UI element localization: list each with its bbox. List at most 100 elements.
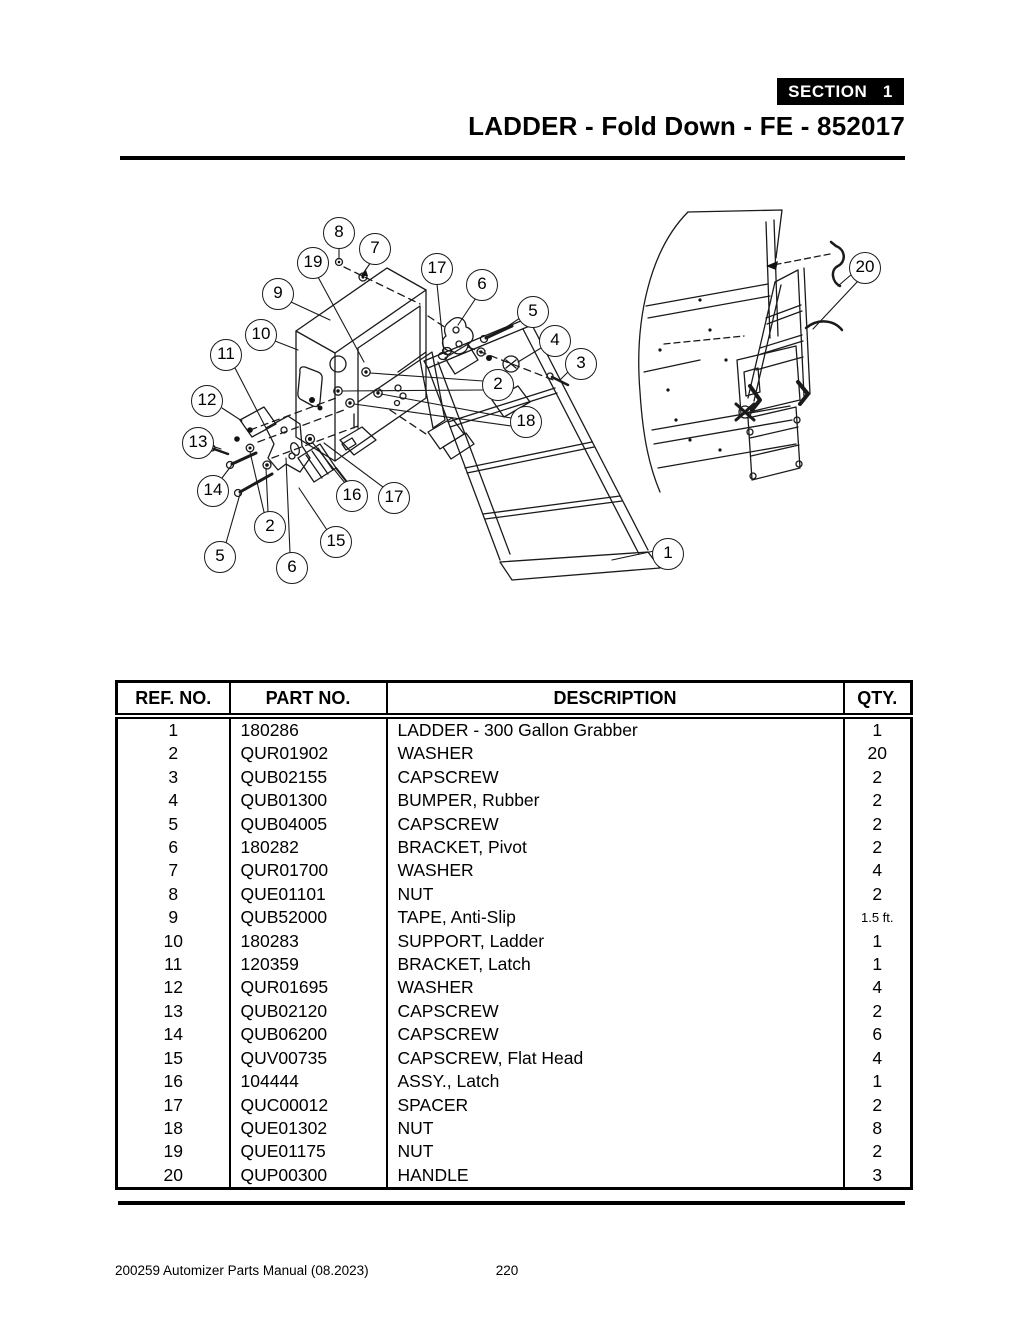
description-cell: ASSY., Latch <box>385 1070 845 1094</box>
ref-no-cell: 5 <box>115 812 231 837</box>
part-no-cell: QUB52000 <box>228 906 388 930</box>
part-no-cell: 180282 <box>228 836 388 860</box>
callout-8: 8 <box>323 217 355 249</box>
col-header-description: DESCRIPTION <box>385 680 845 719</box>
part-no-cell: 180283 <box>228 929 388 954</box>
description-cell: TAPE, Anti-Slip <box>385 906 845 930</box>
description-cell: WASHER <box>385 976 845 1000</box>
part-no-cell: QUE01302 <box>228 1116 388 1141</box>
ref-no-cell: 19 <box>115 1140 231 1164</box>
ref-no-cell: 20 <box>115 1163 231 1189</box>
qty-cell: 2 <box>842 765 913 790</box>
qty-cell: 4 <box>842 976 913 1000</box>
qty-cell: 2 <box>842 1140 913 1164</box>
footer-page-number: 220 <box>495 1263 519 1278</box>
description-cell: CAPSCREW, Flat Head <box>385 1046 845 1071</box>
callout-6: 6 <box>466 269 498 301</box>
qty-cell: 2 <box>842 1093 913 1117</box>
callout-17: 17 <box>378 482 410 514</box>
callout-3: 3 <box>565 348 597 380</box>
part-no-cell: QUB02120 <box>228 999 388 1024</box>
description-cell: WASHER <box>385 859 845 883</box>
description-cell: CAPSCREW <box>385 999 845 1024</box>
part-no-cell: QUE01175 <box>228 1140 388 1164</box>
qty-cell: 3 <box>842 1163 913 1189</box>
part-no-cell: QUB06200 <box>228 1023 388 1047</box>
hinge-and-catch-parts <box>339 343 531 460</box>
ref-no-cell: 15 <box>115 1046 231 1071</box>
callout-7: 7 <box>359 233 391 265</box>
callout-5: 5 <box>517 296 549 328</box>
part-no-cell: QUB02155 <box>228 765 388 790</box>
qty-cell: 20 <box>842 742 913 766</box>
footer-doc-title: 200259 Automizer Parts Manual (08.2023) <box>115 1263 369 1278</box>
ref-no-cell: 16 <box>115 1070 231 1094</box>
callout-1: 1 <box>652 538 684 570</box>
part-no-cell: QUC00012 <box>228 1093 388 1117</box>
part-no-cell: 180286 <box>228 716 388 743</box>
callout-14: 14 <box>197 475 229 507</box>
description-cell: BUMPER, Rubber <box>385 789 845 813</box>
handles <box>804 240 845 332</box>
description-cell: BRACKET, Latch <box>385 953 845 977</box>
callout-13: 13 <box>182 427 214 459</box>
qty-cell: 4 <box>842 1046 913 1071</box>
ref-no-cell: 7 <box>115 859 231 883</box>
col-header-qty: QTY. <box>842 680 913 719</box>
part-no-cell: QUP00300 <box>228 1163 388 1189</box>
ref-no-cell: 4 <box>115 789 231 813</box>
installed-view <box>638 209 845 493</box>
description-cell: NUT <box>385 1140 845 1164</box>
callout-20: 20 <box>849 252 881 284</box>
qty-cell: 2 <box>842 836 913 860</box>
right-hardware <box>479 324 570 387</box>
assembly-dashed-lines <box>249 266 557 459</box>
ref-no-cell: 10 <box>115 929 231 954</box>
qty-cell: 1 <box>842 716 913 743</box>
part-no-cell: 120359 <box>228 953 388 977</box>
description-cell: NUT <box>385 882 845 907</box>
callout-19: 19 <box>297 247 329 279</box>
callout-6: 6 <box>276 552 308 584</box>
callout-10: 10 <box>245 319 277 351</box>
ref-no-cell: 12 <box>115 976 231 1000</box>
callout-11: 11 <box>210 339 242 371</box>
ref-no-cell: 14 <box>115 1023 231 1047</box>
qty-cell: 4 <box>842 859 913 883</box>
ref-no-cell: 11 <box>115 953 231 977</box>
lower-folded-section <box>746 406 803 481</box>
qty-cell: 8 <box>842 1116 913 1141</box>
callout-9: 9 <box>262 278 294 310</box>
ref-no-cell: 3 <box>115 765 231 790</box>
support-housing <box>295 267 427 462</box>
folded-ladder <box>747 267 811 412</box>
ref-no-cell: 13 <box>115 999 231 1024</box>
callout-5: 5 <box>204 541 236 573</box>
latch-cluster <box>208 406 357 498</box>
callout-17: 17 <box>421 253 453 285</box>
ref-no-cell: 2 <box>115 742 231 766</box>
part-no-cell: QUE01101 <box>228 882 388 907</box>
part-no-cell: QUV00735 <box>228 1046 388 1071</box>
qty-cell: 1 <box>842 1070 913 1094</box>
description-cell: SPACER <box>385 1093 845 1117</box>
description-cell: CAPSCREW <box>385 812 845 837</box>
qty-cell: 6 <box>842 1023 913 1047</box>
col-header-ref-no: REF. NO. <box>115 680 231 719</box>
ref-no-cell: 6 <box>115 836 231 860</box>
